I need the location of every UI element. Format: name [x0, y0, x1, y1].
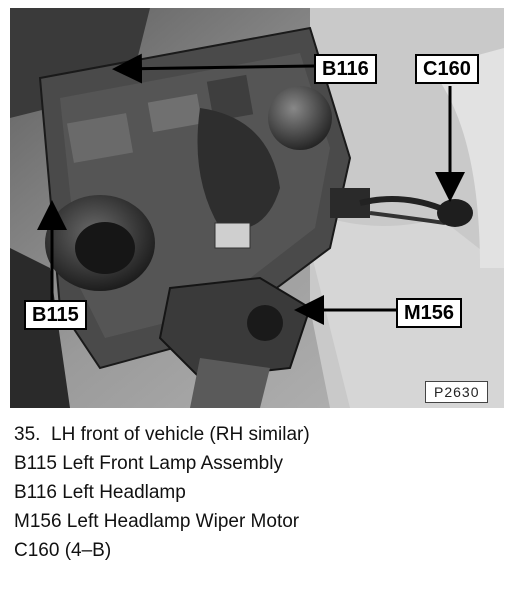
callout-b115: B115	[24, 300, 87, 330]
callout-b116: B116	[314, 54, 377, 84]
caption-item-c160: C160 (4–B)	[14, 540, 112, 561]
callout-m156: M156	[396, 298, 463, 328]
caption-title-line: 35. LH front of vehicle (RH similar)	[14, 420, 504, 449]
photo-id-label: P2630	[425, 381, 489, 403]
caption-number: 35.	[14, 424, 41, 445]
caption-item-m156: M156 Left Headlamp Wiper Motor	[14, 511, 300, 532]
caption-item-b116: B116 Left Headlamp	[14, 482, 186, 503]
figure-caption: 35. LH front of vehicle (RH similar) B115…	[14, 420, 504, 565]
caption-title: LH front of vehicle (RH similar)	[51, 424, 310, 445]
headlamp-photo: B116 C160 B115 M156 P2630	[10, 8, 504, 408]
caption-item-b115: B115 Left Front Lamp Assembly	[14, 453, 283, 474]
callout-c160: C160	[415, 54, 479, 84]
